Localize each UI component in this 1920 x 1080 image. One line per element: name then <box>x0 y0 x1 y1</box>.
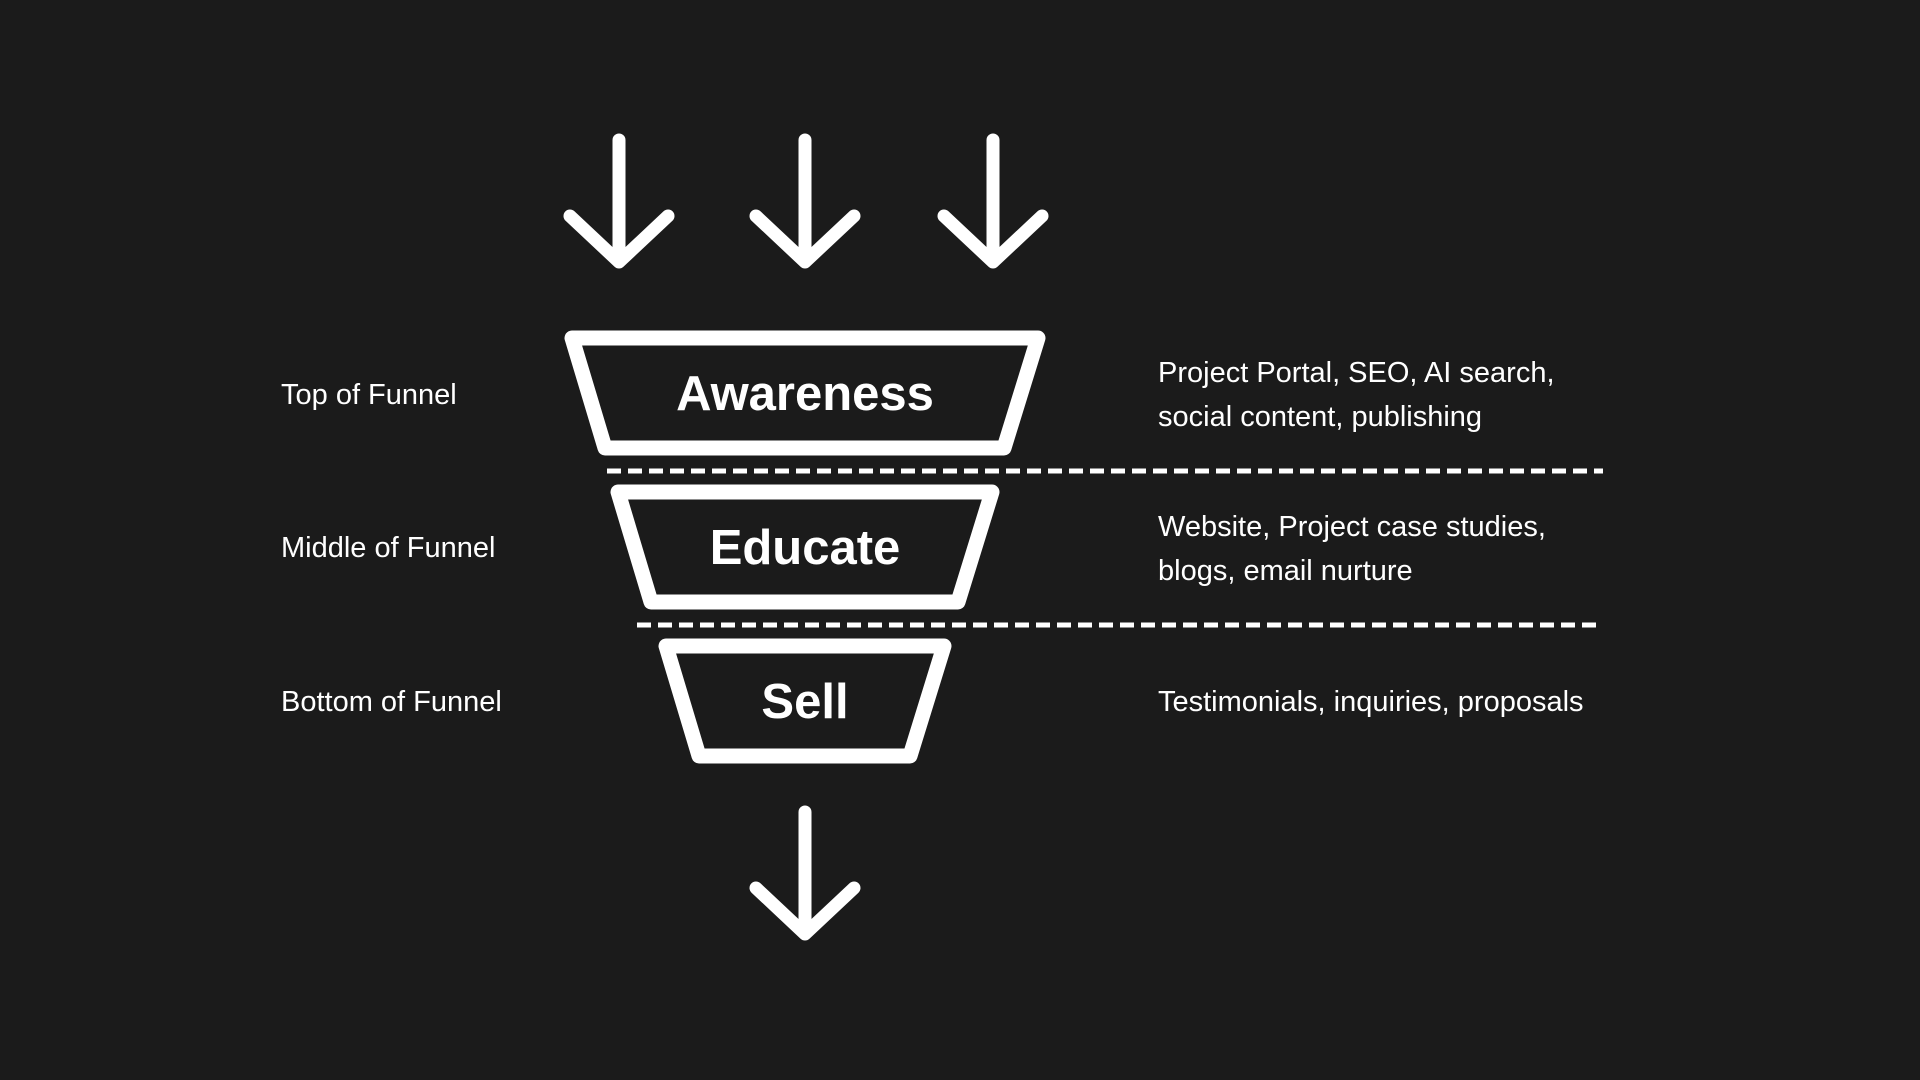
stage-description-sell: Testimonials, inquiries, proposals <box>1158 686 1584 718</box>
sell-stage-shape <box>658 638 952 764</box>
stage-title-sell: Sell <box>761 675 849 729</box>
stage-title-educate: Educate <box>709 521 901 575</box>
stage-title-awareness: Awareness <box>676 367 934 421</box>
stage-position-label-top: Top of Funnel <box>281 379 457 411</box>
arrow-down-icon <box>749 133 861 269</box>
stage-position-label-bottom: Bottom of Funnel <box>281 686 502 718</box>
stage-description-awareness: Project Portal, SEO, AI search, social c… <box>1158 357 1555 433</box>
arrow-down-icon <box>749 805 861 941</box>
educate-stage-shape <box>610 484 1000 610</box>
stage-description-educate: Website, Project case studies, blogs, em… <box>1158 511 1546 587</box>
arrow-down-icon <box>937 133 1049 269</box>
arrow-down-icon <box>563 133 675 269</box>
stage-position-label-middle: Middle of Funnel <box>281 532 496 564</box>
awareness-stage-shape <box>564 330 1046 456</box>
